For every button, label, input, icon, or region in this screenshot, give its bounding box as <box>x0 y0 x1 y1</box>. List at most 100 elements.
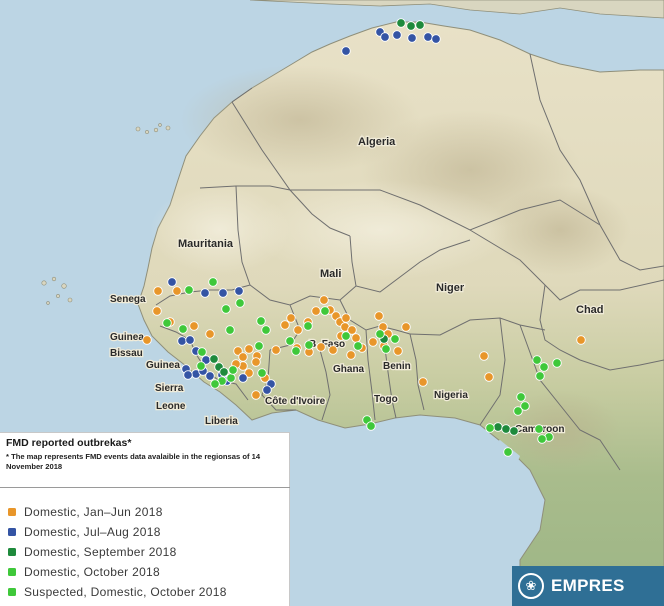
outbreak-marker-jan-jun[interactable] <box>280 320 290 330</box>
outbreak-marker-jul-aug[interactable] <box>238 373 248 383</box>
outbreak-marker-october[interactable] <box>221 304 231 314</box>
outbreak-marker-jan-jun[interactable] <box>251 390 261 400</box>
outbreak-marker-october[interactable] <box>225 325 235 335</box>
outbreak-marker-jul-aug[interactable] <box>200 288 210 298</box>
outbreak-marker-jan-jun[interactable] <box>401 322 411 332</box>
outbreak-marker-jan-jun[interactable] <box>368 337 378 347</box>
outbreak-marker-october[interactable] <box>178 324 188 334</box>
outbreak-marker-jan-jun[interactable] <box>205 329 215 339</box>
outbreak-marker-jan-jun[interactable] <box>418 377 428 387</box>
outbreak-marker-jan-jun[interactable] <box>251 357 261 367</box>
outbreak-marker-september[interactable] <box>501 424 511 434</box>
outbreak-marker-october[interactable] <box>353 341 363 351</box>
outbreak-marker-jan-jun[interactable] <box>172 286 182 296</box>
outbreak-marker-jul-aug[interactable] <box>380 32 390 42</box>
outbreak-marker-jan-jun[interactable] <box>286 313 296 323</box>
outbreak-marker-jul-aug[interactable] <box>407 33 417 43</box>
outbreak-marker-jan-jun[interactable] <box>319 295 329 305</box>
outbreak-marker-jan-jun[interactable] <box>347 325 357 335</box>
outbreak-marker-jan-jun[interactable] <box>576 335 586 345</box>
outbreak-marker-october[interactable] <box>228 365 238 375</box>
outbreak-marker-october[interactable] <box>291 346 301 356</box>
outbreak-marker-jul-aug[interactable] <box>423 32 433 42</box>
outbreak-marker-october[interactable] <box>285 336 295 346</box>
outbreak-marker-october[interactable] <box>303 321 313 331</box>
outbreak-marker-october[interactable] <box>366 421 376 431</box>
outbreak-marker-jul-aug[interactable] <box>167 277 177 287</box>
outbreak-marker-october[interactable] <box>532 355 542 365</box>
outbreak-marker-october[interactable] <box>485 423 495 433</box>
outbreak-marker-october[interactable] <box>197 347 207 357</box>
outbreak-marker-jul-aug[interactable] <box>185 335 195 345</box>
outbreak-marker-october[interactable] <box>381 344 391 354</box>
country-label-sierra-leone-2: Leone <box>156 401 186 412</box>
outbreak-marker-october[interactable] <box>261 325 271 335</box>
outbreak-marker-jan-jun[interactable] <box>293 325 303 335</box>
outbreak-marker-october[interactable] <box>537 434 547 444</box>
outbreak-marker-jan-jun[interactable] <box>341 313 351 323</box>
outbreak-marker-jan-jun[interactable] <box>271 345 281 355</box>
outbreak-marker-jul-aug[interactable] <box>262 385 272 395</box>
outbreak-marker-jan-jun[interactable] <box>244 344 254 354</box>
outbreak-marker-october[interactable] <box>341 331 351 341</box>
outbreak-marker-october[interactable] <box>503 447 513 457</box>
outbreak-marker-october[interactable] <box>552 358 562 368</box>
outbreak-marker-jul-aug[interactable] <box>392 30 402 40</box>
outbreak-marker-jul-aug[interactable] <box>177 336 187 346</box>
outbreak-marker-jan-jun[interactable] <box>153 286 163 296</box>
outbreak-marker-october[interactable] <box>535 371 545 381</box>
outbreak-marker-jan-jun[interactable] <box>142 335 152 345</box>
outbreak-marker-september[interactable] <box>396 18 406 28</box>
outbreak-marker-october[interactable] <box>208 277 218 287</box>
legend-item-suspected: Suspected, Domestic, October 2018 <box>8 583 227 601</box>
legend-divider <box>0 487 290 488</box>
outbreak-marker-october[interactable] <box>304 340 314 350</box>
outbreak-marker-october[interactable] <box>254 341 264 351</box>
outbreak-marker-october[interactable] <box>534 424 544 434</box>
outbreak-marker-october[interactable] <box>257 368 267 378</box>
outbreak-marker-jan-jun[interactable] <box>233 346 243 356</box>
outbreak-marker-jan-jun[interactable] <box>351 333 361 343</box>
outbreak-marker-september[interactable] <box>415 20 425 30</box>
outbreak-marker-jan-jun[interactable] <box>328 345 338 355</box>
outbreak-marker-jan-jun[interactable] <box>316 342 326 352</box>
outbreak-marker-jan-jun[interactable] <box>479 351 489 361</box>
outbreak-marker-jan-jun[interactable] <box>374 311 384 321</box>
outbreak-marker-october[interactable] <box>516 392 526 402</box>
outbreak-marker-october[interactable] <box>184 285 194 295</box>
outbreak-marker-october[interactable] <box>320 306 330 316</box>
outbreak-marker-october[interactable] <box>539 362 549 372</box>
outbreak-marker-october[interactable] <box>520 401 530 411</box>
outbreak-marker-jan-jun[interactable] <box>311 306 321 316</box>
outbreak-marker-october[interactable] <box>256 316 266 326</box>
outbreak-marker-october[interactable] <box>513 406 523 416</box>
outbreak-marker-jul-aug[interactable] <box>205 371 215 381</box>
outbreak-marker-jul-aug[interactable] <box>431 34 441 44</box>
outbreak-marker-september[interactable] <box>209 354 219 364</box>
outbreak-marker-jan-jun[interactable] <box>238 352 248 362</box>
outbreak-marker-jul-aug[interactable] <box>218 288 228 298</box>
outbreak-marker-jan-jun[interactable] <box>393 346 403 356</box>
outbreak-marker-jan-jun[interactable] <box>484 372 494 382</box>
outbreak-marker-september[interactable] <box>509 426 519 436</box>
outbreak-marker-september[interactable] <box>493 422 503 432</box>
outbreak-marker-jan-jun[interactable] <box>189 321 199 331</box>
outbreak-marker-september[interactable] <box>406 21 416 31</box>
outbreak-marker-october[interactable] <box>235 298 245 308</box>
blue-square-icon <box>8 528 16 536</box>
outbreak-marker-october[interactable] <box>226 373 236 383</box>
outbreak-marker-jul-aug[interactable] <box>183 370 193 380</box>
outbreak-marker-october[interactable] <box>162 318 172 328</box>
outbreak-marker-jan-jun[interactable] <box>346 350 356 360</box>
outbreak-marker-october[interactable] <box>390 334 400 344</box>
outbreak-marker-jan-jun[interactable] <box>152 306 162 316</box>
outbreak-marker-october[interactable] <box>210 379 220 389</box>
outbreak-marker-jan-jun[interactable] <box>244 368 254 378</box>
outbreak-marker-october[interactable] <box>196 361 206 371</box>
outbreak-marker-september[interactable] <box>219 367 229 377</box>
outbreak-marker-jul-aug[interactable] <box>234 286 244 296</box>
outbreak-marker-october[interactable] <box>375 329 385 339</box>
outbreak-marker-jul-aug[interactable] <box>341 46 351 56</box>
